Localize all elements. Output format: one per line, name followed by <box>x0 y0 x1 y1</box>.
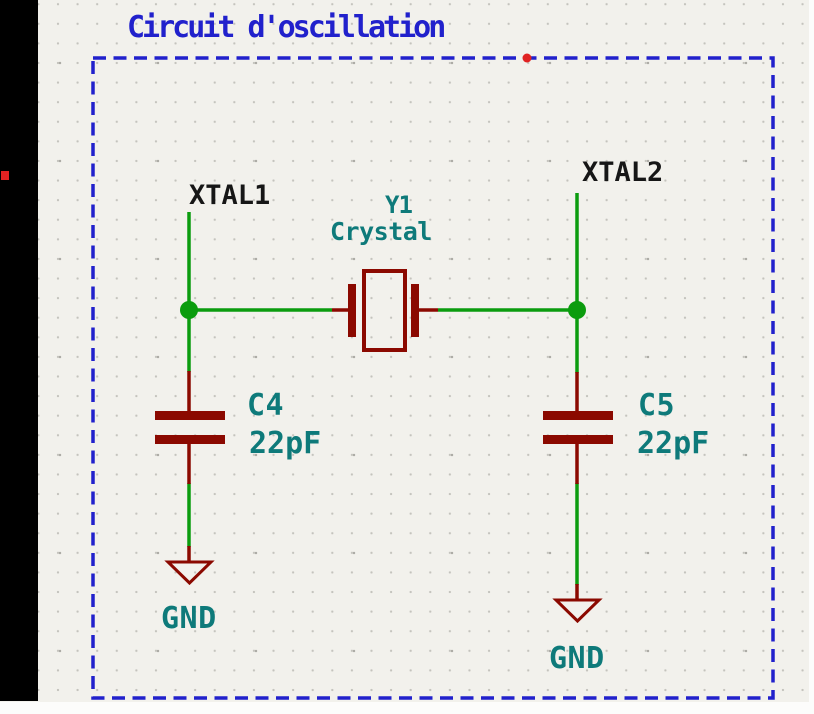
gnd-symbol-left[interactable] <box>164 546 215 586</box>
c4-value-text[interactable]: 22pF <box>249 426 322 461</box>
left-toolbar-strip <box>0 0 38 701</box>
canvas-edge-right <box>809 0 814 714</box>
net-label-xtal2[interactable]: XTAL2 <box>582 157 664 188</box>
gnd-label-right[interactable]: GND <box>549 641 605 676</box>
canvas-edge-bottom <box>0 702 814 714</box>
sheet-outline-dashed-rect[interactable] <box>91 56 775 700</box>
crystal-symbol-y1[interactable] <box>332 269 438 352</box>
wire-segments[interactable] <box>187 193 579 585</box>
sheet-title-text[interactable]: Circuit d'oscillation <box>127 10 446 45</box>
capacitor-symbol-c4[interactable] <box>155 371 225 484</box>
capacitor-symbol-c5[interactable] <box>543 372 613 484</box>
c5-value-text[interactable]: 22pF <box>637 426 710 461</box>
red-marker-icon <box>1 171 9 180</box>
anchor-marker-dot <box>522 53 532 63</box>
gnd-label-left[interactable]: GND <box>161 601 217 636</box>
c5-reference-text[interactable]: C5 <box>638 388 676 423</box>
c4-reference-text[interactable]: C4 <box>247 388 285 423</box>
junction-dot-right[interactable] <box>568 301 586 319</box>
gnd-symbol-right[interactable] <box>552 584 603 624</box>
crystal-value-text[interactable]: Crystal <box>330 217 432 246</box>
crystal-reference-text[interactable]: Y1 <box>385 191 413 219</box>
junction-dot-left[interactable] <box>180 301 198 319</box>
net-label-xtal1[interactable]: XTAL1 <box>189 180 271 211</box>
